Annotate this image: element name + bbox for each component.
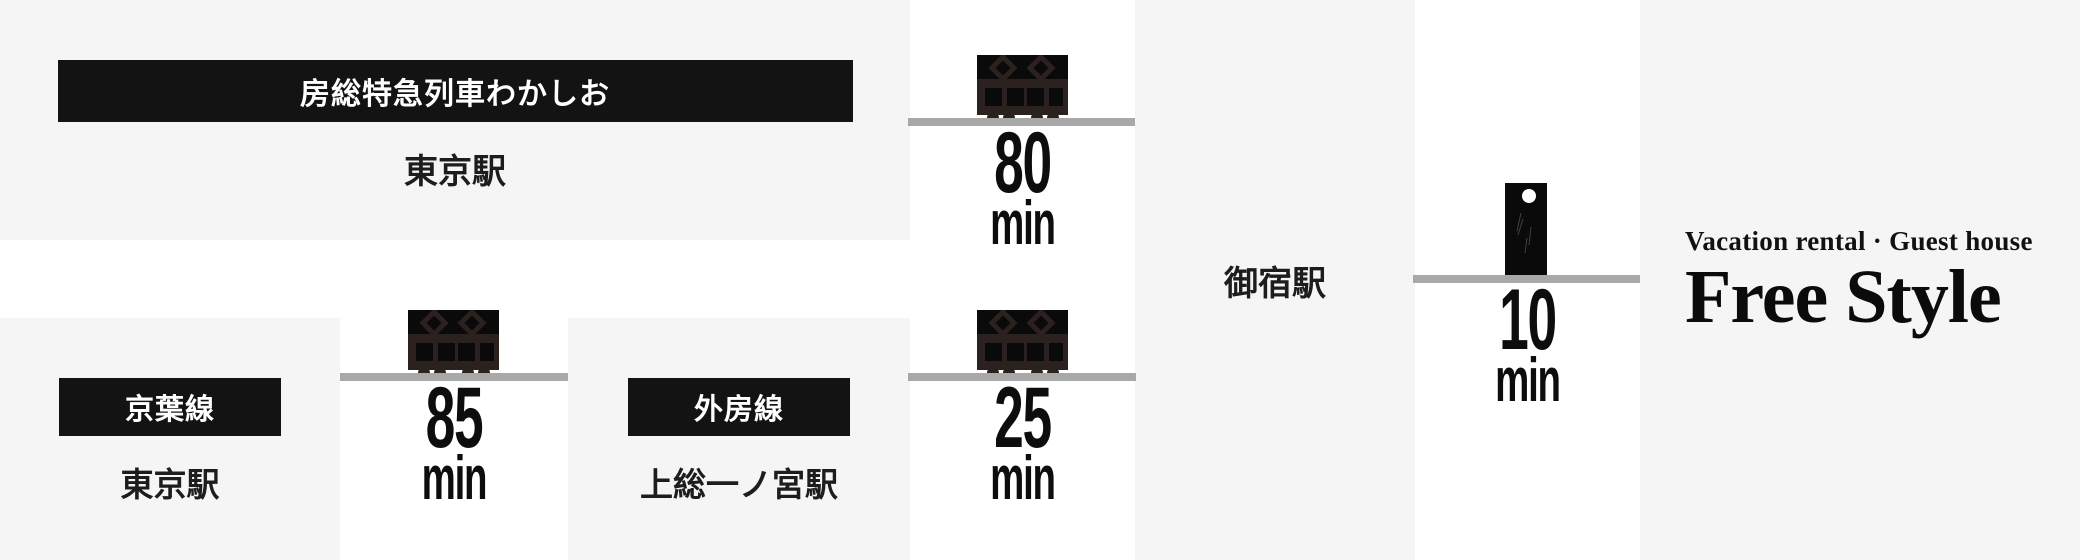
top-duration: 80 min [953,115,1093,258]
top-rail-line [908,118,1136,126]
pedestrian-walking-icon [1505,183,1547,279]
bottom-rail-line-2 [908,373,1136,381]
bottom-duration-1-value: 85 [425,370,484,466]
top-line-badge: 房総特急列車わかしお [57,60,853,122]
train-icon [406,308,501,380]
bottom-line-badge-sotobo: 外房線 [628,378,850,436]
transfer-station-panel: 外房線 上総一ノ宮駅 [568,318,910,560]
logo-tagline: Vacation rental · Guest house [1685,225,2033,256]
bottom-duration-2: 25 min [953,370,1093,513]
bottom-duration-1-unit: min [421,443,488,513]
bottom-line-badge-keiyo: 京葉線 [59,378,281,436]
bottom-rail-line-1 [340,373,568,381]
walk-duration-unit: min [1495,345,1561,415]
destination-station-name: 御宿駅 [1224,264,1326,303]
top-duration-value: 80 [994,115,1052,211]
brand-logo-block: Vacation rental · Guest house Free Style [1640,0,2080,560]
walk-ground-line [1413,275,1641,283]
walk-duration: 10 min [1458,272,1598,415]
top-duration-unit: min [990,188,1056,258]
top-origin-station-name: 東京駅 [404,153,506,191]
bottom-duration-2-value: 25 [994,370,1052,466]
bottom-origin-station-panel: 京葉線 東京駅 [0,318,340,560]
logo-name: Free Style [1685,254,2002,339]
top-origin-station-panel: 房総特急列車わかしお 東京駅 [0,0,910,240]
transfer-station-name: 上総一ノ宮駅 [640,466,838,503]
walk-duration-value: 10 [1499,272,1557,368]
destination-station-panel: 御宿駅 [1135,0,1415,560]
bottom-duration-1: 85 min [383,370,524,513]
bottom-origin-station-name: 東京駅 [120,466,220,503]
bottom-duration-2-unit: min [990,443,1056,513]
